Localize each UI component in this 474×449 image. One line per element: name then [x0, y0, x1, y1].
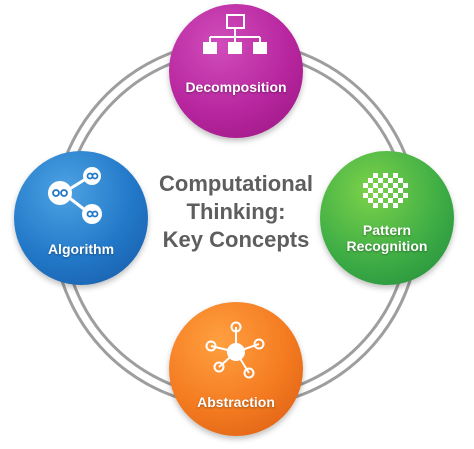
decomposition-node: Decomposition: [169, 4, 303, 138]
title-line-3: Key Concepts: [162, 227, 310, 252]
pattern-label-line-2: Recognition: [346, 238, 428, 254]
pattern-recognition-label: Pattern Recognition: [320, 222, 454, 254]
pattern-label-line-1: Pattern: [362, 222, 412, 238]
abstraction-label: Abstraction: [197, 394, 275, 410]
decomposition-label: Decomposition: [185, 79, 287, 95]
pixel-pattern-icon: [363, 173, 408, 208]
title-line-2: Thinking:: [186, 199, 286, 224]
abstraction-node: Abstraction: [169, 302, 303, 436]
flowchart-icon: [48, 167, 102, 224]
network-icon: [205, 321, 265, 379]
algorithm-label: Algorithm: [47, 241, 115, 257]
pattern-recognition-node: Pattern Recognition: [320, 151, 454, 285]
hierarchy-icon: [203, 14, 267, 54]
diagram-title: Computational Thinking: Key Concepts: [150, 170, 322, 254]
title-line-1: Computational: [159, 171, 313, 196]
algorithm-node: Algorithm: [14, 151, 148, 285]
